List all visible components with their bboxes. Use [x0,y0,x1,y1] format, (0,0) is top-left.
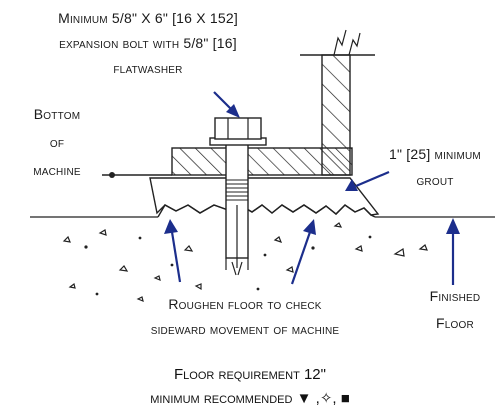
roughen-label-line-1: Roughen floor to check [168,296,322,312]
concrete-aggregate [62,222,428,302]
finished-floor-label: Finished Floor [410,288,500,332]
bottom-label-line-3: machine [33,162,81,178]
grout-label: 1" [25] minimum grout [368,146,502,189]
caption-line-2: minimum recommended ▼ ,✧, ■ [80,390,420,408]
grout-label-line-2: grout [416,172,454,188]
caption-line-1: Floor requirement 12" [174,366,326,383]
roughened-floor-surface [157,204,376,218]
bottom-of-machine-dot [109,172,115,178]
grout-layer [149,177,380,216]
bottom-of-machine-label: Bottom of machine [20,106,94,179]
bolt-label-line-3: flatwasher [113,60,183,76]
concrete-dots [84,235,372,296]
hex-nut [214,117,262,140]
finished-label-line-1: Finished [429,288,481,304]
bolt-label-line-1: Minimum 5/8" X 6" [16 X 152] [58,10,238,26]
grout-label-line-1: 1" [25] minimum [389,146,481,162]
floor-requirement-caption: Floor requirement 12" minimum recommende… [80,366,420,408]
caption-symbols: ▼ ,✧, ■ [296,390,350,407]
finished-label-line-2: Floor [436,315,474,331]
machine-base-plate [171,147,353,176]
bottom-label-line-1: Bottom [33,106,81,122]
bolt-threads [226,179,248,201]
bolt-label: Minimum 5/8" X 6" [16 X 152] expansion b… [12,10,284,77]
roughen-floor-label: Roughen floor to check sideward movement… [112,296,378,338]
caption-line-2-text: minimum recommended [150,390,293,407]
roughen-label-line-2: sideward movement of machine [150,321,340,337]
callout-arrows [164,91,460,285]
bolt-tip [225,258,249,276]
wall-break-mark [333,29,347,56]
wall-break-mark-2 [348,32,361,56]
bottom-label-line-2: of [49,134,65,150]
bolt-label-line-2: expansion bolt with 5/8" [16] [59,35,237,51]
